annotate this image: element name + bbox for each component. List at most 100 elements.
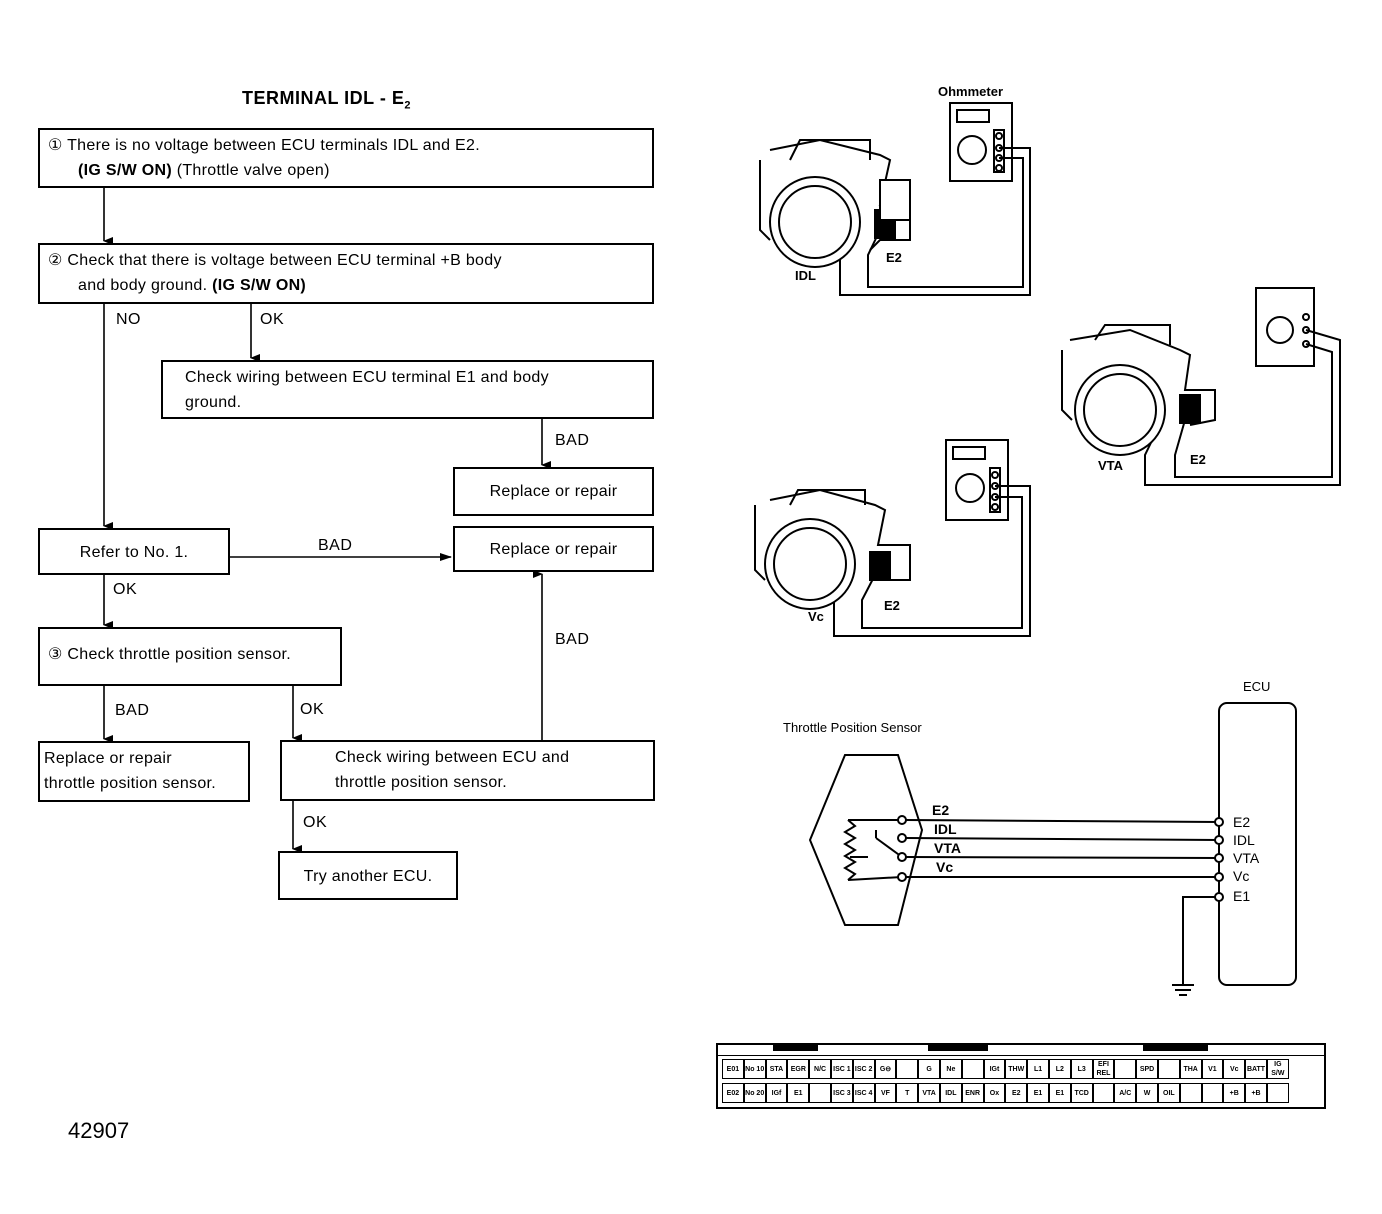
connector-pin: IGf: [765, 1083, 788, 1103]
ecu-terminal-e1: E1: [1233, 888, 1251, 904]
ecu-box: [1218, 702, 1297, 986]
connector-pin: VTA: [918, 1083, 940, 1103]
replace-repair-box-1: Replace or repair: [453, 467, 654, 516]
title-subscript: 2: [404, 99, 411, 112]
connector-pin: [1114, 1059, 1137, 1079]
check-e1-line2: ground.: [185, 394, 242, 411]
connector-pin: IG S/W: [1266, 1059, 1289, 1079]
wiring-diagram: [808, 702, 1297, 996]
connector-pin: ENR: [961, 1083, 984, 1103]
connector-pin: [1201, 1083, 1224, 1103]
connector-pin: [809, 1083, 831, 1103]
page-title: TERMINAL IDL - E2: [242, 88, 411, 112]
ecu-terminal-vc: Vc: [1233, 868, 1250, 884]
check-wiring-tps-line1: Check wiring between ECU and: [335, 749, 570, 766]
probe-label-e2-2: E2: [1190, 452, 1206, 467]
step2-box: ② Check that there is voltage between EC…: [38, 243, 654, 304]
ground-wire: [1182, 896, 1215, 985]
try-ecu-text: Try another ECU.: [303, 868, 433, 885]
connector-pin: ISC 3: [830, 1083, 853, 1103]
step2-plain: and body ground.: [78, 277, 213, 294]
connector-pin: Ox: [983, 1083, 1006, 1103]
wire-label-e2: E2: [932, 802, 950, 818]
connector-pin: E1: [1048, 1083, 1071, 1103]
refer-no1-box: Refer to No. 1.: [38, 528, 230, 575]
wire-idl: [905, 837, 1220, 841]
connector-pin: No 10: [743, 1059, 766, 1079]
wire-label-vta: VTA: [934, 840, 961, 856]
connector-pin: W: [1136, 1083, 1158, 1103]
connector-pin: E1: [1027, 1083, 1049, 1103]
replace-repair-1-text: Replace or repair: [489, 483, 618, 500]
step1-bold: (IG S/W ON): [78, 162, 172, 179]
illustration-idl: [759, 102, 1031, 296]
ecu-terminal-vta: VTA: [1233, 850, 1260, 866]
replace-repair-2-text: Replace or repair: [489, 541, 618, 558]
label-bad-refer: BAD: [318, 537, 353, 554]
connector-pin: T: [896, 1083, 919, 1103]
wire-vta: [905, 856, 1220, 859]
connector-pin: [1266, 1083, 1289, 1103]
label-ok-step3: OK: [300, 701, 325, 718]
step1-rest: (Throttle valve open): [171, 162, 330, 179]
connector-pin: E02: [722, 1083, 744, 1103]
replace-tps-box: Replace or repair throttle position sens…: [38, 741, 250, 802]
connector-pin: Ne: [939, 1059, 962, 1079]
connector-pin: G: [918, 1059, 940, 1079]
connector-pin: OIL: [1157, 1083, 1180, 1103]
connector-pin: E2: [1005, 1083, 1028, 1103]
check-wiring-tps-line2: throttle position sensor.: [335, 774, 508, 791]
connector-pin: ISC 1: [830, 1059, 853, 1079]
label-no: NO: [116, 311, 141, 328]
step2-line1: ② Check that there is voltage between EC…: [48, 252, 502, 269]
figure-code: 42907: [68, 1118, 130, 1143]
wire-label-vc: Vc: [936, 859, 954, 875]
connector-pin: Vc: [1223, 1059, 1246, 1079]
wire-e2: [905, 819, 1220, 823]
ecu-terminal-idl: IDL: [1233, 832, 1255, 848]
probe-label-vc: Vc: [808, 609, 824, 624]
check-e1-line1: Check wiring between ECU terminal E1 and…: [185, 369, 549, 386]
connector-pin: VF: [874, 1083, 897, 1103]
connector-pin: L2: [1048, 1059, 1071, 1079]
step2-bold: (IG S/W ON): [212, 277, 307, 294]
connector-pin: V1: [1201, 1059, 1224, 1079]
tps-outline: [808, 754, 924, 926]
connector-pin: ISC 4: [852, 1083, 875, 1103]
connector-pin: +B: [1245, 1083, 1267, 1103]
check-wiring-tps-box: Check wiring between ECU and throttle po…: [280, 740, 655, 801]
label-bad-e1: BAD: [555, 432, 590, 449]
ohmmeter-label: Ohmmeter: [938, 84, 1004, 99]
label-ok-wiring: OK: [303, 814, 328, 831]
connector-pin: EGR: [787, 1059, 810, 1079]
connector-pin: N/C: [809, 1059, 831, 1079]
probe-label-vta: VTA: [1098, 458, 1124, 473]
label-bad-wiring: BAD: [555, 631, 590, 648]
connector-pin: THW: [1005, 1059, 1028, 1079]
check-e1-box: Check wiring between ECU terminal E1 and…: [161, 360, 654, 419]
connector-pin: L3: [1070, 1059, 1093, 1079]
label-bad-step3: BAD: [115, 702, 150, 719]
connector-pin: [1157, 1059, 1180, 1079]
connector-pin: BATT: [1245, 1059, 1267, 1079]
connector-pin: L1: [1027, 1059, 1049, 1079]
step3-box: ③ Check throttle position sensor.: [38, 627, 342, 686]
connector-pin: SPD: [1136, 1059, 1158, 1079]
connector-pin: STA: [765, 1059, 788, 1079]
replace-tps-line2: throttle position sensor.: [44, 775, 217, 792]
probe-label-e2-3: E2: [884, 598, 900, 613]
title-text: TERMINAL IDL - E: [242, 88, 405, 108]
ecu-label: ECU: [1243, 679, 1271, 694]
tps-label: Throttle Position Sensor: [783, 720, 922, 735]
step1-box: ① There is no voltage between ECU termin…: [38, 128, 654, 188]
illustration-vta: [1061, 287, 1341, 486]
label-ok-step2: OK: [260, 311, 285, 328]
refer-no1-text: Refer to No. 1.: [79, 544, 189, 561]
connector-tabs: [718, 1045, 1324, 1056]
connector-pin: E1: [787, 1083, 810, 1103]
connector-pin: TCD: [1070, 1083, 1093, 1103]
